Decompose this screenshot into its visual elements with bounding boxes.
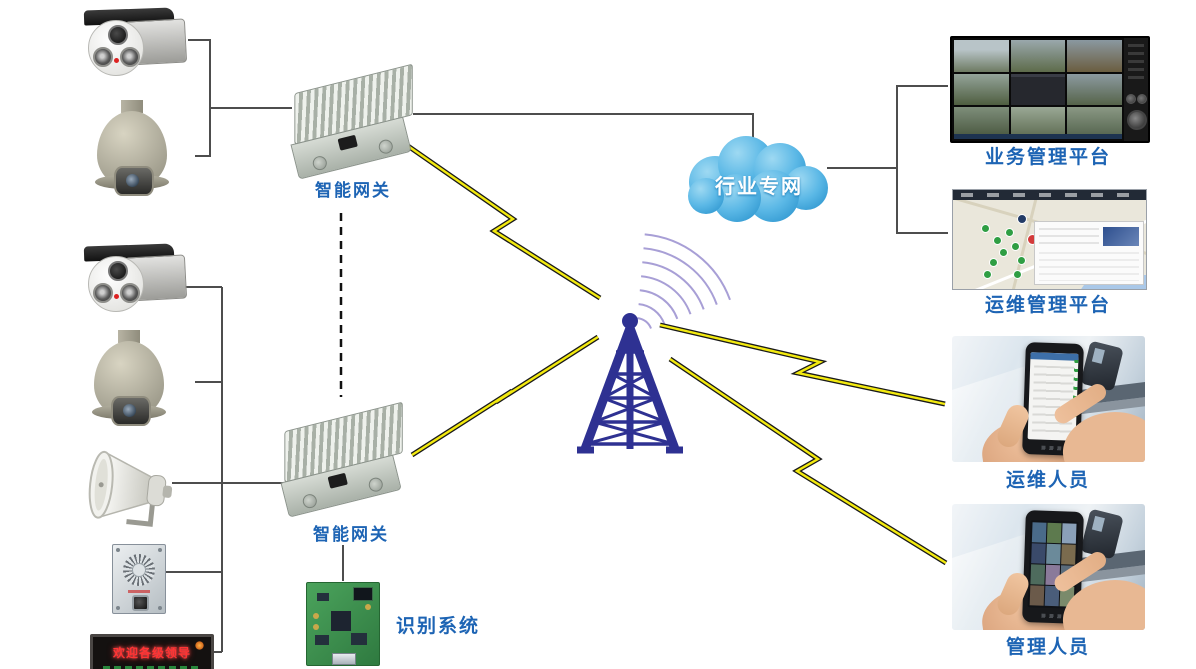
speaker-grille: [123, 554, 155, 586]
intercom-label-strip: [128, 590, 150, 593]
handheld-phone-photo-ops: [952, 336, 1145, 462]
joystick: [1127, 110, 1147, 130]
call-button: [132, 595, 149, 611]
phone-screen-list-ui: [1027, 352, 1079, 441]
gateway-connector: [377, 138, 395, 156]
panel-table: [1039, 252, 1140, 282]
bullet-camera-icon: [82, 243, 188, 318]
circuit-board-icon: [306, 582, 380, 666]
intercom-icon: [112, 544, 166, 614]
led-display-icon: 欢迎各级领导: [90, 634, 214, 669]
map-platform-thumbnail: [952, 189, 1147, 290]
knob: [1137, 94, 1147, 104]
dome-stem: [118, 330, 140, 343]
handheld-phone-photo-admin: [952, 504, 1145, 630]
panel-photo: [1103, 227, 1140, 247]
desk-phone: [1080, 508, 1124, 560]
ir-led: [120, 47, 140, 67]
dome-camera-icon: [95, 100, 169, 198]
camera-lens: [126, 174, 139, 187]
map-area: [953, 200, 1146, 289]
ops-platform-label: 运维管理平台: [984, 294, 1111, 316]
gateway-connector: [367, 476, 385, 494]
status-dot: [114, 58, 119, 63]
gateway-top-label: 智能网关: [315, 181, 391, 201]
ops-person-label: 运维人员: [1005, 469, 1090, 491]
camera-face: [88, 256, 144, 312]
ir-led: [93, 47, 113, 67]
camera-lens: [108, 261, 128, 281]
video-wall-thumbnail: [950, 36, 1150, 143]
camera-lens: [108, 25, 128, 45]
gateway-port: [337, 134, 358, 151]
cloud-label: 行业专网: [715, 174, 803, 198]
dome-window: [114, 166, 154, 196]
radio-tower-icon: [577, 313, 683, 454]
status-dot: [114, 294, 119, 299]
horn-speaker-icon: [82, 441, 182, 534]
nav-buttons: [1041, 445, 1062, 451]
ir-led: [120, 283, 140, 303]
gateway-port: [327, 472, 348, 489]
gateway-connector: [301, 492, 319, 510]
horn-speaker-graphic: [88, 450, 173, 527]
connector-lines: [162, 39, 948, 653]
detail-panel: [1034, 221, 1145, 286]
network-cloud-icon: [688, 136, 828, 222]
recognition-system-label: 识别系统: [395, 615, 480, 637]
phone-screen-video-grid: [1027, 520, 1079, 609]
nav-buttons: [1041, 613, 1062, 619]
dome-window: [111, 396, 151, 426]
bullet-camera-icon: [82, 7, 188, 82]
toolbar: [953, 190, 1146, 200]
ir-led: [93, 283, 113, 303]
gateway-bottom-label: 智能网关: [313, 525, 389, 545]
wireless-waves-icon: [637, 233, 731, 329]
status-bar: [954, 134, 1122, 139]
led-text-partial: [103, 666, 201, 669]
smart-gateway-icon: [278, 401, 408, 518]
control-panel: [1124, 38, 1148, 141]
gateway-connector: [311, 154, 329, 172]
camera-lens: [123, 404, 136, 417]
video-grid: [952, 38, 1124, 141]
dome-stem: [121, 100, 143, 113]
camera-face: [88, 20, 144, 76]
panel-fields: [1039, 228, 1100, 249]
lightning-link-icon: [406, 143, 948, 566]
admin-person-label: 管理人员: [1005, 636, 1090, 658]
dome-camera-icon: [92, 330, 166, 428]
smart-gateway-icon: [288, 63, 418, 180]
led-text: 欢迎各级领导: [112, 646, 191, 660]
desk-phone: [1080, 340, 1124, 392]
business-platform-label: 业务管理平台: [984, 146, 1111, 168]
knob: [1126, 94, 1136, 104]
